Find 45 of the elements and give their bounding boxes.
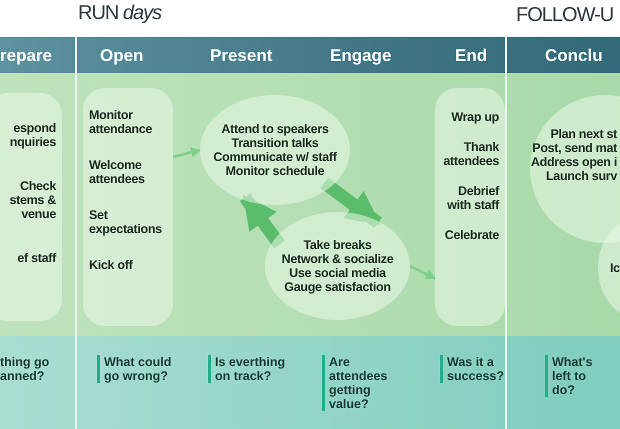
item-text: Wrap up xyxy=(450,110,499,124)
rounded-panel xyxy=(83,88,173,326)
question-text: Is everthing on track? xyxy=(208,355,290,383)
item-text: Take breaks xyxy=(302,238,373,252)
rounded-panel xyxy=(0,93,62,321)
item-text: espond nquiries xyxy=(8,121,56,149)
section-title: FOLLOW-U xyxy=(516,4,614,27)
item-text: Gauge satisfaction xyxy=(283,280,392,294)
arrow xyxy=(240,193,285,248)
item-text: Launch surv xyxy=(544,169,617,183)
arrow xyxy=(320,178,382,228)
item-text: Kick off xyxy=(89,258,134,272)
item-text: Post, send mat xyxy=(531,141,617,155)
question-text: Was it a success? xyxy=(440,355,509,383)
question-text: Are attendees getting value? xyxy=(322,355,409,411)
question-text: thing go anned? xyxy=(0,355,68,383)
item-text: Transition talks xyxy=(230,136,320,150)
item-text: Attend to speakers xyxy=(220,122,330,136)
column-heading: Engage xyxy=(330,46,392,66)
column-heading: Conclu xyxy=(545,46,604,66)
item-text: Debrief with staff xyxy=(446,184,499,212)
question-text: What's left to do? xyxy=(545,355,612,397)
item-text: Monitor schedule xyxy=(224,164,326,178)
question-text: What could go wrong? xyxy=(97,355,174,383)
item-text: ef staff xyxy=(16,251,56,265)
section-title: RUN days xyxy=(78,2,162,25)
item-text: Communicate w/ staff xyxy=(212,150,338,164)
column-heading: repare xyxy=(0,46,53,66)
item-text: Set expectations xyxy=(89,208,163,236)
column-heading: End xyxy=(455,46,488,66)
rounded-panel xyxy=(435,88,505,326)
item-text: Plan next st xyxy=(549,127,617,141)
item-text: Network & socialize xyxy=(280,252,394,266)
item-text: Ic xyxy=(610,261,620,275)
item-text: Check stems & venue xyxy=(8,179,56,221)
item-text: Thank attendees xyxy=(442,140,499,168)
item-text: Celebrate xyxy=(444,228,499,242)
item-text: Address open i xyxy=(530,155,617,169)
column-heading: Open xyxy=(100,46,144,66)
item-text: Use social media xyxy=(288,266,388,280)
item-text: Welcome attendees xyxy=(89,158,146,186)
arrow xyxy=(172,147,201,158)
arrow xyxy=(409,264,436,280)
column-heading: Present xyxy=(210,46,274,66)
item-text: Monitor attendance xyxy=(89,108,153,136)
